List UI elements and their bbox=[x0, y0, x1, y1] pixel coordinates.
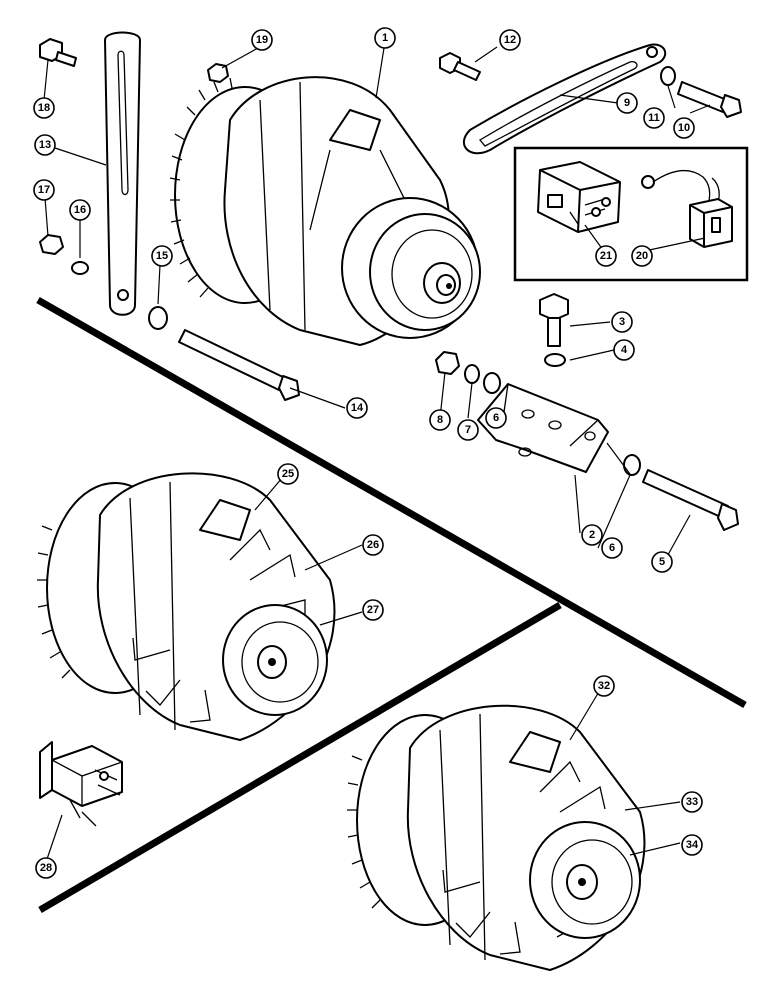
callout-10: 10 bbox=[673, 117, 695, 139]
callout-18-label: 18 bbox=[38, 102, 50, 114]
callout-13: 13 bbox=[34, 134, 56, 156]
mounting-bracket bbox=[477, 383, 609, 473]
bolt-5 bbox=[642, 469, 739, 531]
callout-12: 12 bbox=[499, 29, 521, 51]
callout-5: 5 bbox=[651, 551, 673, 573]
callout-33: 33 bbox=[681, 791, 703, 813]
callout-6b-label: 6 bbox=[609, 542, 615, 554]
callout-20-label: 20 bbox=[636, 250, 648, 262]
callout-15: 15 bbox=[151, 245, 173, 267]
callout-6-upper: 6 bbox=[485, 407, 507, 429]
callout-25-label: 25 bbox=[282, 468, 294, 480]
adjusting-strap bbox=[104, 31, 141, 316]
callout-14-label: 14 bbox=[351, 402, 364, 414]
callout-25: 25 bbox=[277, 463, 299, 485]
callout-9-label: 9 bbox=[624, 97, 630, 109]
callout-19-label: 19 bbox=[256, 34, 268, 46]
callout-4: 4 bbox=[613, 339, 635, 361]
alternator-assembly-main bbox=[169, 76, 481, 346]
nut-8 bbox=[435, 351, 460, 375]
callout-33-label: 33 bbox=[686, 796, 698, 808]
callout-17-label: 17 bbox=[38, 184, 50, 196]
callout-3: 3 bbox=[611, 311, 633, 333]
callout-6-lower: 6 bbox=[601, 537, 623, 559]
callout-2-label: 2 bbox=[589, 529, 595, 541]
washer-6-upper bbox=[483, 372, 501, 394]
callout-5-label: 5 bbox=[659, 556, 665, 568]
callout-32: 32 bbox=[593, 675, 615, 697]
alternator-assembly-lower bbox=[347, 704, 646, 971]
adjusting-brace bbox=[463, 43, 667, 155]
callout-26-label: 26 bbox=[367, 539, 379, 551]
flat-washer-15 bbox=[148, 306, 168, 330]
callout-7: 7 bbox=[457, 419, 479, 441]
washer-6-lower bbox=[623, 454, 641, 476]
callout-34: 34 bbox=[681, 834, 703, 856]
callout-1-label: 1 bbox=[382, 32, 388, 44]
callout-15-label: 15 bbox=[156, 250, 168, 262]
callout-8: 8 bbox=[429, 409, 451, 431]
callout-17: 17 bbox=[33, 179, 55, 201]
callout-16-label: 16 bbox=[74, 204, 86, 216]
callout-32-label: 32 bbox=[598, 680, 610, 692]
section-divider-lower bbox=[38, 601, 562, 914]
lock-washer-11 bbox=[660, 66, 676, 86]
callout-2: 2 bbox=[581, 524, 603, 546]
callout-28-label: 28 bbox=[40, 862, 52, 874]
callout-11: 11 bbox=[643, 107, 665, 129]
callout-13-label: 13 bbox=[39, 139, 51, 151]
callout-4-label: 4 bbox=[621, 344, 628, 356]
long-bolt-14 bbox=[178, 329, 300, 401]
nut-17 bbox=[39, 234, 64, 255]
section-divider-upper bbox=[36, 296, 747, 709]
callout-11-label: 11 bbox=[648, 112, 660, 124]
callout-6a-label: 6 bbox=[493, 412, 499, 424]
callout-1: 1 bbox=[374, 27, 396, 49]
callout-21: 21 bbox=[595, 245, 617, 267]
callout-3-label: 3 bbox=[619, 316, 625, 328]
wire-connector bbox=[641, 170, 733, 248]
lock-washer-4 bbox=[544, 353, 566, 367]
callout-10-label: 10 bbox=[678, 122, 690, 134]
nut-19 bbox=[207, 63, 229, 83]
bolt-18 bbox=[39, 38, 77, 67]
bolt-3 bbox=[539, 293, 569, 347]
bolt-12 bbox=[439, 52, 481, 81]
callout-12-label: 12 bbox=[504, 34, 516, 46]
callout-28: 28 bbox=[35, 857, 57, 879]
alternator-assembly-fan bbox=[37, 472, 336, 741]
inset-box bbox=[513, 146, 749, 282]
callout-19: 19 bbox=[251, 29, 273, 51]
callout-26: 26 bbox=[362, 534, 384, 556]
callout-20: 20 bbox=[631, 245, 653, 267]
callout-27: 27 bbox=[362, 599, 384, 621]
washer-7 bbox=[464, 364, 480, 384]
lock-washer-16 bbox=[71, 261, 89, 275]
callout-27-label: 27 bbox=[367, 604, 379, 616]
callout-14: 14 bbox=[346, 397, 368, 419]
callout-18: 18 bbox=[33, 97, 55, 119]
callout-9: 9 bbox=[616, 92, 638, 114]
voltage-regulator bbox=[537, 161, 621, 233]
bolt-10 bbox=[677, 81, 742, 118]
regulator-28 bbox=[39, 741, 123, 827]
callout-34-label: 34 bbox=[686, 839, 699, 851]
callout-16: 16 bbox=[69, 199, 91, 221]
callout-21-label: 21 bbox=[600, 250, 612, 262]
callout-8-label: 8 bbox=[437, 414, 443, 426]
callout-7-label: 7 bbox=[465, 424, 471, 436]
